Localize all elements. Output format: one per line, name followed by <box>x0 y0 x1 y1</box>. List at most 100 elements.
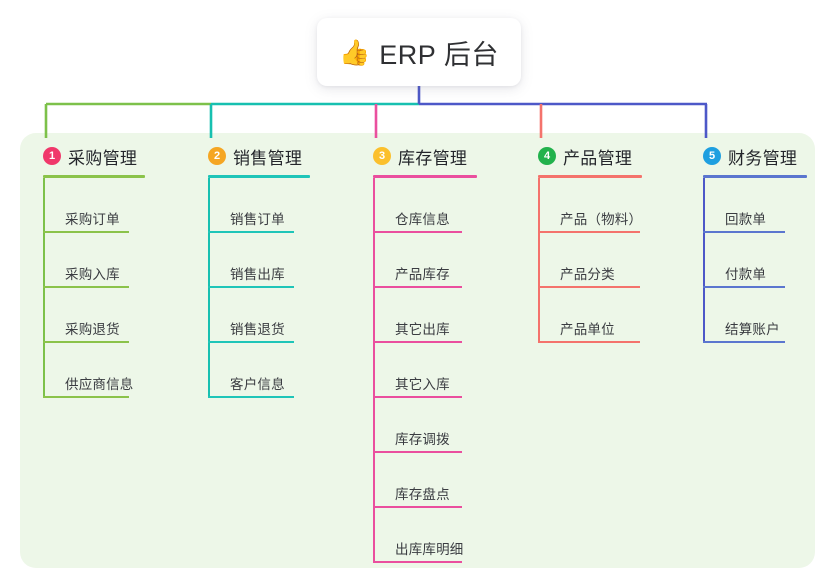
leaf-item-label: 其它入库 <box>395 377 450 392</box>
branch-header-2[interactable]: 2 销售管理 <box>208 145 310 168</box>
leaf-item[interactable]: 其它入库 <box>373 343 477 398</box>
leaf-list: 销售订单销售出库销售退货客户信息 <box>208 178 310 398</box>
leaf-item[interactable]: 其它出库 <box>373 288 477 343</box>
leaf-underline <box>703 231 785 233</box>
leaf-underline <box>43 231 129 233</box>
branch-title: 库存管理 <box>398 148 468 168</box>
leaf-item[interactable]: 产品库存 <box>373 233 477 288</box>
leaf-item[interactable]: 回款单 <box>703 178 807 233</box>
leaf-item-label: 产品单位 <box>560 322 615 337</box>
leaf-item-label: 库存盘点 <box>395 487 450 502</box>
branch-column-5: 5 财务管理回款单付款单结算账户 <box>703 145 807 343</box>
leaf-item-label: 销售退货 <box>230 322 285 337</box>
branch-header-4[interactable]: 4 产品管理 <box>538 145 642 168</box>
leaf-underline <box>373 231 462 233</box>
leaf-item[interactable]: 销售退货 <box>208 288 310 343</box>
content-panel <box>20 133 815 568</box>
thumbs-up-icon: 👍 <box>339 38 371 67</box>
leaf-item[interactable]: 采购退货 <box>43 288 145 343</box>
leaf-item-label: 产品分类 <box>560 267 615 282</box>
branch-underline <box>703 175 807 178</box>
leaf-underline <box>538 341 640 343</box>
leaf-underline <box>208 231 294 233</box>
leaf-item-label: 结算账户 <box>725 322 780 337</box>
leaf-underline <box>43 396 129 398</box>
leaf-item[interactable]: 产品单位 <box>538 288 642 343</box>
leaf-underline <box>373 506 462 508</box>
leaf-underline <box>538 231 640 233</box>
leaf-underline <box>538 286 640 288</box>
leaf-item[interactable]: 销售出库 <box>208 233 310 288</box>
leaf-item[interactable]: 出库库明细 <box>373 508 477 563</box>
leaf-item-label: 采购入库 <box>65 267 120 282</box>
branch-underline <box>43 175 145 178</box>
leaf-item[interactable]: 产品（物料） <box>538 178 642 233</box>
branch-underline <box>208 175 310 178</box>
leaf-underline <box>373 561 462 563</box>
branch-title: 采购管理 <box>68 148 138 168</box>
leaf-item[interactable]: 销售订单 <box>208 178 310 233</box>
leaf-underline <box>43 286 129 288</box>
leaf-underline <box>373 396 462 398</box>
branch-column-3: 3 库存管理仓库信息产品库存其它出库其它入库库存调拨库存盘点出库库明细 <box>373 145 477 563</box>
branch-number-badge: 2 <box>208 147 226 165</box>
leaf-list: 产品（物料） 产品分类产品单位 <box>538 178 642 343</box>
leaf-item[interactable]: 产品分类 <box>538 233 642 288</box>
branch-column-4: 4 产品管理产品（物料） 产品分类产品单位 <box>538 145 642 343</box>
leaf-list: 仓库信息产品库存其它出库其它入库库存调拨库存盘点出库库明细 <box>373 178 477 563</box>
leaf-item-label: 回款单 <box>725 212 767 227</box>
leaf-item[interactable]: 结算账户 <box>703 288 807 343</box>
leaf-item-label: 客户信息 <box>230 377 285 392</box>
leaf-underline <box>208 396 294 398</box>
branch-column-2: 2 销售管理销售订单销售出库销售退货客户信息 <box>208 145 310 398</box>
branch-number-badge: 5 <box>703 147 721 165</box>
leaf-item-label: 其它出库 <box>395 322 450 337</box>
leaf-item[interactable]: 供应商信息 <box>43 343 145 398</box>
leaf-item[interactable]: 库存盘点 <box>373 453 477 508</box>
branch-header-3[interactable]: 3 库存管理 <box>373 145 477 168</box>
leaf-item[interactable]: 仓库信息 <box>373 178 477 233</box>
leaf-underline <box>373 286 462 288</box>
leaf-item[interactable]: 付款单 <box>703 233 807 288</box>
branch-header-5[interactable]: 5 财务管理 <box>703 145 807 168</box>
leaf-item-label: 出库库明细 <box>395 542 464 557</box>
leaf-spine <box>373 178 375 563</box>
branch-header-1[interactable]: 1 采购管理 <box>43 145 145 168</box>
leaf-item-label: 供应商信息 <box>65 377 134 392</box>
branch-title: 销售管理 <box>233 148 303 168</box>
leaf-underline <box>373 451 462 453</box>
leaf-item-label: 仓库信息 <box>395 212 450 227</box>
leaf-spine <box>538 178 540 343</box>
leaf-item[interactable]: 采购订单 <box>43 178 145 233</box>
leaf-underline <box>703 341 785 343</box>
branch-number-badge: 4 <box>538 147 556 165</box>
root-node-title: ERP 后台 <box>379 39 499 70</box>
leaf-spine <box>43 178 45 398</box>
branch-column-1: 1 采购管理采购订单采购入库采购退货供应商信息 <box>43 145 145 398</box>
leaf-item-label: 产品库存 <box>395 267 450 282</box>
root-node-card[interactable]: 👍 ERP 后台 <box>317 18 521 86</box>
leaf-item[interactable]: 采购入库 <box>43 233 145 288</box>
leaf-item-label: 采购订单 <box>65 212 120 227</box>
leaf-spine <box>703 178 705 343</box>
leaf-underline <box>373 341 462 343</box>
leaf-list: 回款单付款单结算账户 <box>703 178 807 343</box>
leaf-item[interactable]: 库存调拨 <box>373 398 477 453</box>
leaf-underline <box>208 341 294 343</box>
leaf-item-label: 采购退货 <box>65 322 120 337</box>
leaf-item-label: 付款单 <box>725 267 767 282</box>
branch-title: 产品管理 <box>563 148 633 168</box>
leaf-item-label: 产品（物料） <box>560 212 643 227</box>
branch-number-badge: 3 <box>373 147 391 165</box>
leaf-item[interactable]: 客户信息 <box>208 343 310 398</box>
leaf-item-label: 销售订单 <box>230 212 285 227</box>
leaf-underline <box>43 341 129 343</box>
leaf-underline <box>703 286 785 288</box>
branch-number-badge: 1 <box>43 147 61 165</box>
leaf-item-label: 库存调拨 <box>395 432 450 447</box>
leaf-spine <box>208 178 210 398</box>
branch-title: 财务管理 <box>728 148 798 168</box>
leaf-item-label: 销售出库 <box>230 267 285 282</box>
